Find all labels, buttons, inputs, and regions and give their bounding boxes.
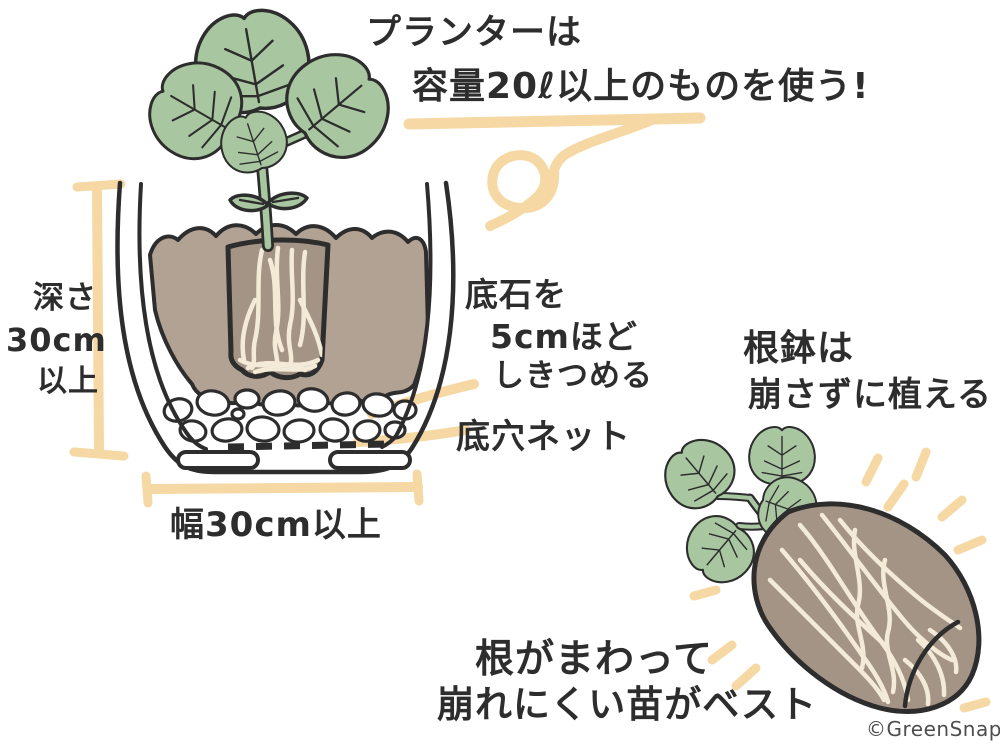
cotyledon-leaves xyxy=(228,191,309,213)
rootball-rim-line xyxy=(902,619,961,709)
rootball-label-line2: 崩さずに植える xyxy=(748,375,992,415)
planter-cross-section-illustration xyxy=(115,1,456,475)
rootball-in-soil xyxy=(225,237,331,381)
bottom-stone-label-line3: しきつめる xyxy=(493,358,653,394)
rootball-note-line1: 根がまわって xyxy=(475,637,714,682)
leaf-icon xyxy=(748,426,816,486)
net-label: 底穴ネット xyxy=(456,417,631,457)
rootball-body xyxy=(751,501,982,714)
connector-squiggle xyxy=(485,115,657,231)
bottom-stone-label-line1: 底石を xyxy=(465,275,567,314)
rootball-note-line2: 崩れにくい苗がベスト xyxy=(437,683,817,726)
width-measure-line xyxy=(141,469,424,508)
planter-walls xyxy=(115,180,456,475)
drainage-stones xyxy=(162,387,418,444)
seedling-plant-icon xyxy=(133,1,409,252)
title-line1: プランターは xyxy=(366,13,583,53)
depth-label-line1: 深さ xyxy=(33,280,97,316)
bottom-stone-label-line2: 5cmほど xyxy=(490,317,638,356)
depth-measure-line xyxy=(69,179,129,461)
leaf-icon xyxy=(651,426,747,521)
width-label: 幅30cm以上 xyxy=(170,505,382,545)
depth-label-line3: 以上 xyxy=(37,364,99,399)
rootball-label-line1: 根鉢は xyxy=(743,328,855,369)
title-line2: 容量20ℓ以上のものを使う! xyxy=(412,66,870,107)
roots-icon xyxy=(237,245,325,375)
rootball-roots-icon xyxy=(767,512,963,707)
credit-text: ©GreenSnap xyxy=(866,717,1000,741)
planter-feet xyxy=(176,450,412,470)
leaf-icon xyxy=(673,504,766,596)
depth-label-line2: 30cm xyxy=(6,321,107,359)
rootball-illustration xyxy=(651,426,991,714)
